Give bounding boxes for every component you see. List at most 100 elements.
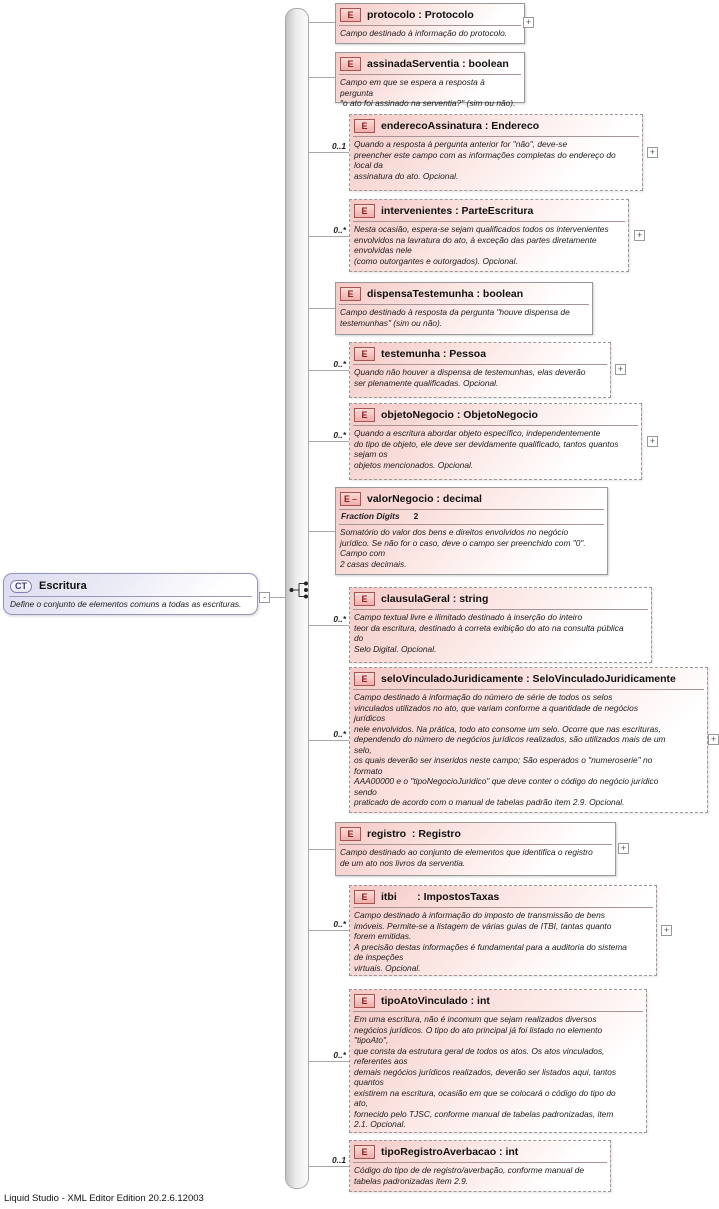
element-icon: E	[354, 204, 375, 218]
element-title: dispensaTestemunha : boolean	[367, 288, 524, 300]
expand-icon[interactable]: +	[661, 925, 672, 936]
element-icon: E	[340, 827, 361, 841]
element-box-assinadaServentia[interactable]: E assinadaServentia : boolean Campo em q…	[335, 52, 525, 108]
expand-icon[interactable]: +	[618, 843, 629, 854]
divider	[339, 509, 604, 510]
element-icon: E	[354, 119, 375, 133]
element-box-intervenientes[interactable]: E intervenientes : ParteEscritura Nesta …	[349, 199, 629, 272]
cardinality-label: 0..*	[333, 359, 346, 369]
divider	[353, 221, 625, 222]
connector-line	[309, 441, 349, 442]
connector-line	[309, 152, 349, 153]
connector-line	[309, 625, 349, 626]
expand-icon[interactable]: +	[647, 147, 658, 158]
element-icon: E	[354, 890, 375, 904]
element-title: seloVinculadoJuridicamente : SeloVincula…	[381, 673, 676, 685]
element-icon: E	[354, 592, 375, 606]
element-box-enderecoAssinatura[interactable]: E enderecoAssinatura : Endereco Quando a…	[349, 114, 643, 191]
element-box-registro[interactable]: E registro : Registro Campo destinado ao…	[335, 822, 616, 876]
element-title: itbi : ImpostosTaxas	[381, 891, 500, 903]
element-box-dispensaTestemunha[interactable]: E dispensaTestemunha : boolean Campo des…	[335, 282, 593, 335]
element-icon: E	[340, 57, 361, 71]
expand-icon[interactable]: +	[523, 17, 534, 28]
element-title: intervenientes : ParteEscritura	[381, 205, 534, 217]
element-description: Campo destinado ao conjunto de elementos…	[340, 847, 593, 868]
connector-line	[309, 1166, 349, 1167]
element-box-protocolo[interactable]: E protocolo : Protocolo Campo destinado …	[335, 3, 525, 44]
connector-line	[309, 531, 335, 532]
cardinality-label: 0..*	[333, 614, 346, 624]
expand-icon[interactable]: +	[615, 364, 626, 375]
element-title: tipoAtoVinculado : int	[381, 995, 490, 1007]
sequence-bar	[285, 8, 309, 1189]
element-box-clausulaGeral[interactable]: E clausulaGeral : string Campo textual l…	[349, 587, 652, 663]
element-description: Código do tipo de de registro/averbação,…	[354, 1165, 584, 1186]
element-description: Campo em que se espera a resposta à perg…	[340, 77, 516, 108]
cardinality-label: 0..1	[332, 141, 346, 151]
facet-row: Fraction Digits 2	[336, 510, 607, 522]
divider	[9, 596, 252, 597]
element-title: clausulaGeral : string	[381, 593, 489, 605]
element-title: registro : Registro	[367, 828, 461, 840]
element-icon: E	[354, 672, 375, 686]
element-title: objetoNegocio : ObjetoNegocio	[381, 409, 538, 421]
element-title: assinadaServentia : boolean	[367, 58, 509, 70]
sequence-icon[interactable]	[288, 580, 312, 600]
element-description: Nesta ocasião, espera-se sejam qualifica…	[354, 224, 609, 266]
divider	[339, 74, 521, 75]
element-title: testemunha : Pessoa	[381, 348, 487, 360]
divider	[353, 689, 704, 690]
cardinality-label: 0..1	[332, 1155, 346, 1165]
complex-type-name: Escritura	[39, 580, 87, 592]
divider	[353, 1162, 607, 1163]
element-description: Quando a escritura abordar objeto especí…	[354, 428, 619, 470]
expand-icon[interactable]: +	[647, 436, 658, 447]
element-icon: E	[354, 1145, 375, 1159]
element-box-tipoAtoVinculado[interactable]: E tipoAtoVinculado : int Em uma escritur…	[349, 989, 647, 1133]
cardinality-label: 0..*	[333, 225, 346, 235]
element-box-valorNegocio[interactable]: E– valorNegocio : decimal Fraction Digit…	[335, 487, 608, 575]
connector-line	[309, 930, 349, 931]
divider	[339, 304, 589, 305]
element-box-seloVinculadoJuridicamente[interactable]: E seloVinculadoJuridicamente : SeloVincu…	[349, 667, 708, 813]
expand-icon[interactable]: +	[708, 734, 719, 745]
element-icon: E	[354, 994, 375, 1008]
element-title: protocolo : Protocolo	[367, 9, 474, 21]
connector-line	[270, 597, 285, 598]
complex-type-icon: CT	[10, 579, 32, 593]
element-description: Somatório do valor dos bens e direitos e…	[340, 527, 586, 569]
element-description: Campo destinado à informação do imposto …	[354, 910, 627, 973]
divider	[353, 609, 648, 610]
element-description: Campo destinado à resposta da pergunta "…	[340, 307, 570, 328]
expand-icon[interactable]: +	[634, 230, 645, 241]
element-box-testemunha[interactable]: E testemunha : Pessoa Quando não houver …	[349, 342, 611, 398]
element-description: Em uma escritura, não é incomum que seja…	[354, 1014, 617, 1129]
element-description: Quando não houver a dispensa de testemun…	[354, 367, 586, 388]
connector-line	[309, 236, 349, 237]
element-title: tipoRegistroAverbacao : int	[381, 1146, 519, 1158]
connector-line	[309, 77, 335, 78]
divider	[353, 425, 638, 426]
cardinality-label: 0..*	[333, 430, 346, 440]
status-bar-text: Liquid Studio - XML Editor Edition 20.2.…	[4, 1193, 204, 1204]
element-icon: E	[354, 408, 375, 422]
element-title: valorNegocio : decimal	[367, 493, 482, 505]
cardinality-label: 0..*	[333, 1050, 346, 1060]
element-title: enderecoAssinatura : Endereco	[381, 120, 540, 132]
collapse-icon[interactable]: -	[259, 592, 270, 603]
element-box-tipoRegistroAverbacao[interactable]: E tipoRegistroAverbacao : int Código do …	[349, 1140, 611, 1192]
complex-type-box-escritura[interactable]: CT Escritura Define o conjunto de elemen…	[3, 573, 258, 615]
divider	[353, 136, 639, 137]
divider	[353, 364, 607, 365]
cardinality-label: 0..*	[333, 919, 346, 929]
divider	[353, 1011, 643, 1012]
element-box-objetoNegocio[interactable]: E objetoNegocio : ObjetoNegocio Quando a…	[349, 403, 642, 480]
cardinality-label: 0..*	[333, 729, 346, 739]
element-box-itbi[interactable]: E itbi : ImpostosTaxas Campo destinado à…	[349, 885, 657, 976]
connector-line	[309, 308, 335, 309]
connector-line	[309, 22, 335, 23]
divider	[339, 844, 612, 845]
element-icon: E–	[340, 492, 361, 506]
facet-label: Fraction Digits	[341, 511, 400, 521]
